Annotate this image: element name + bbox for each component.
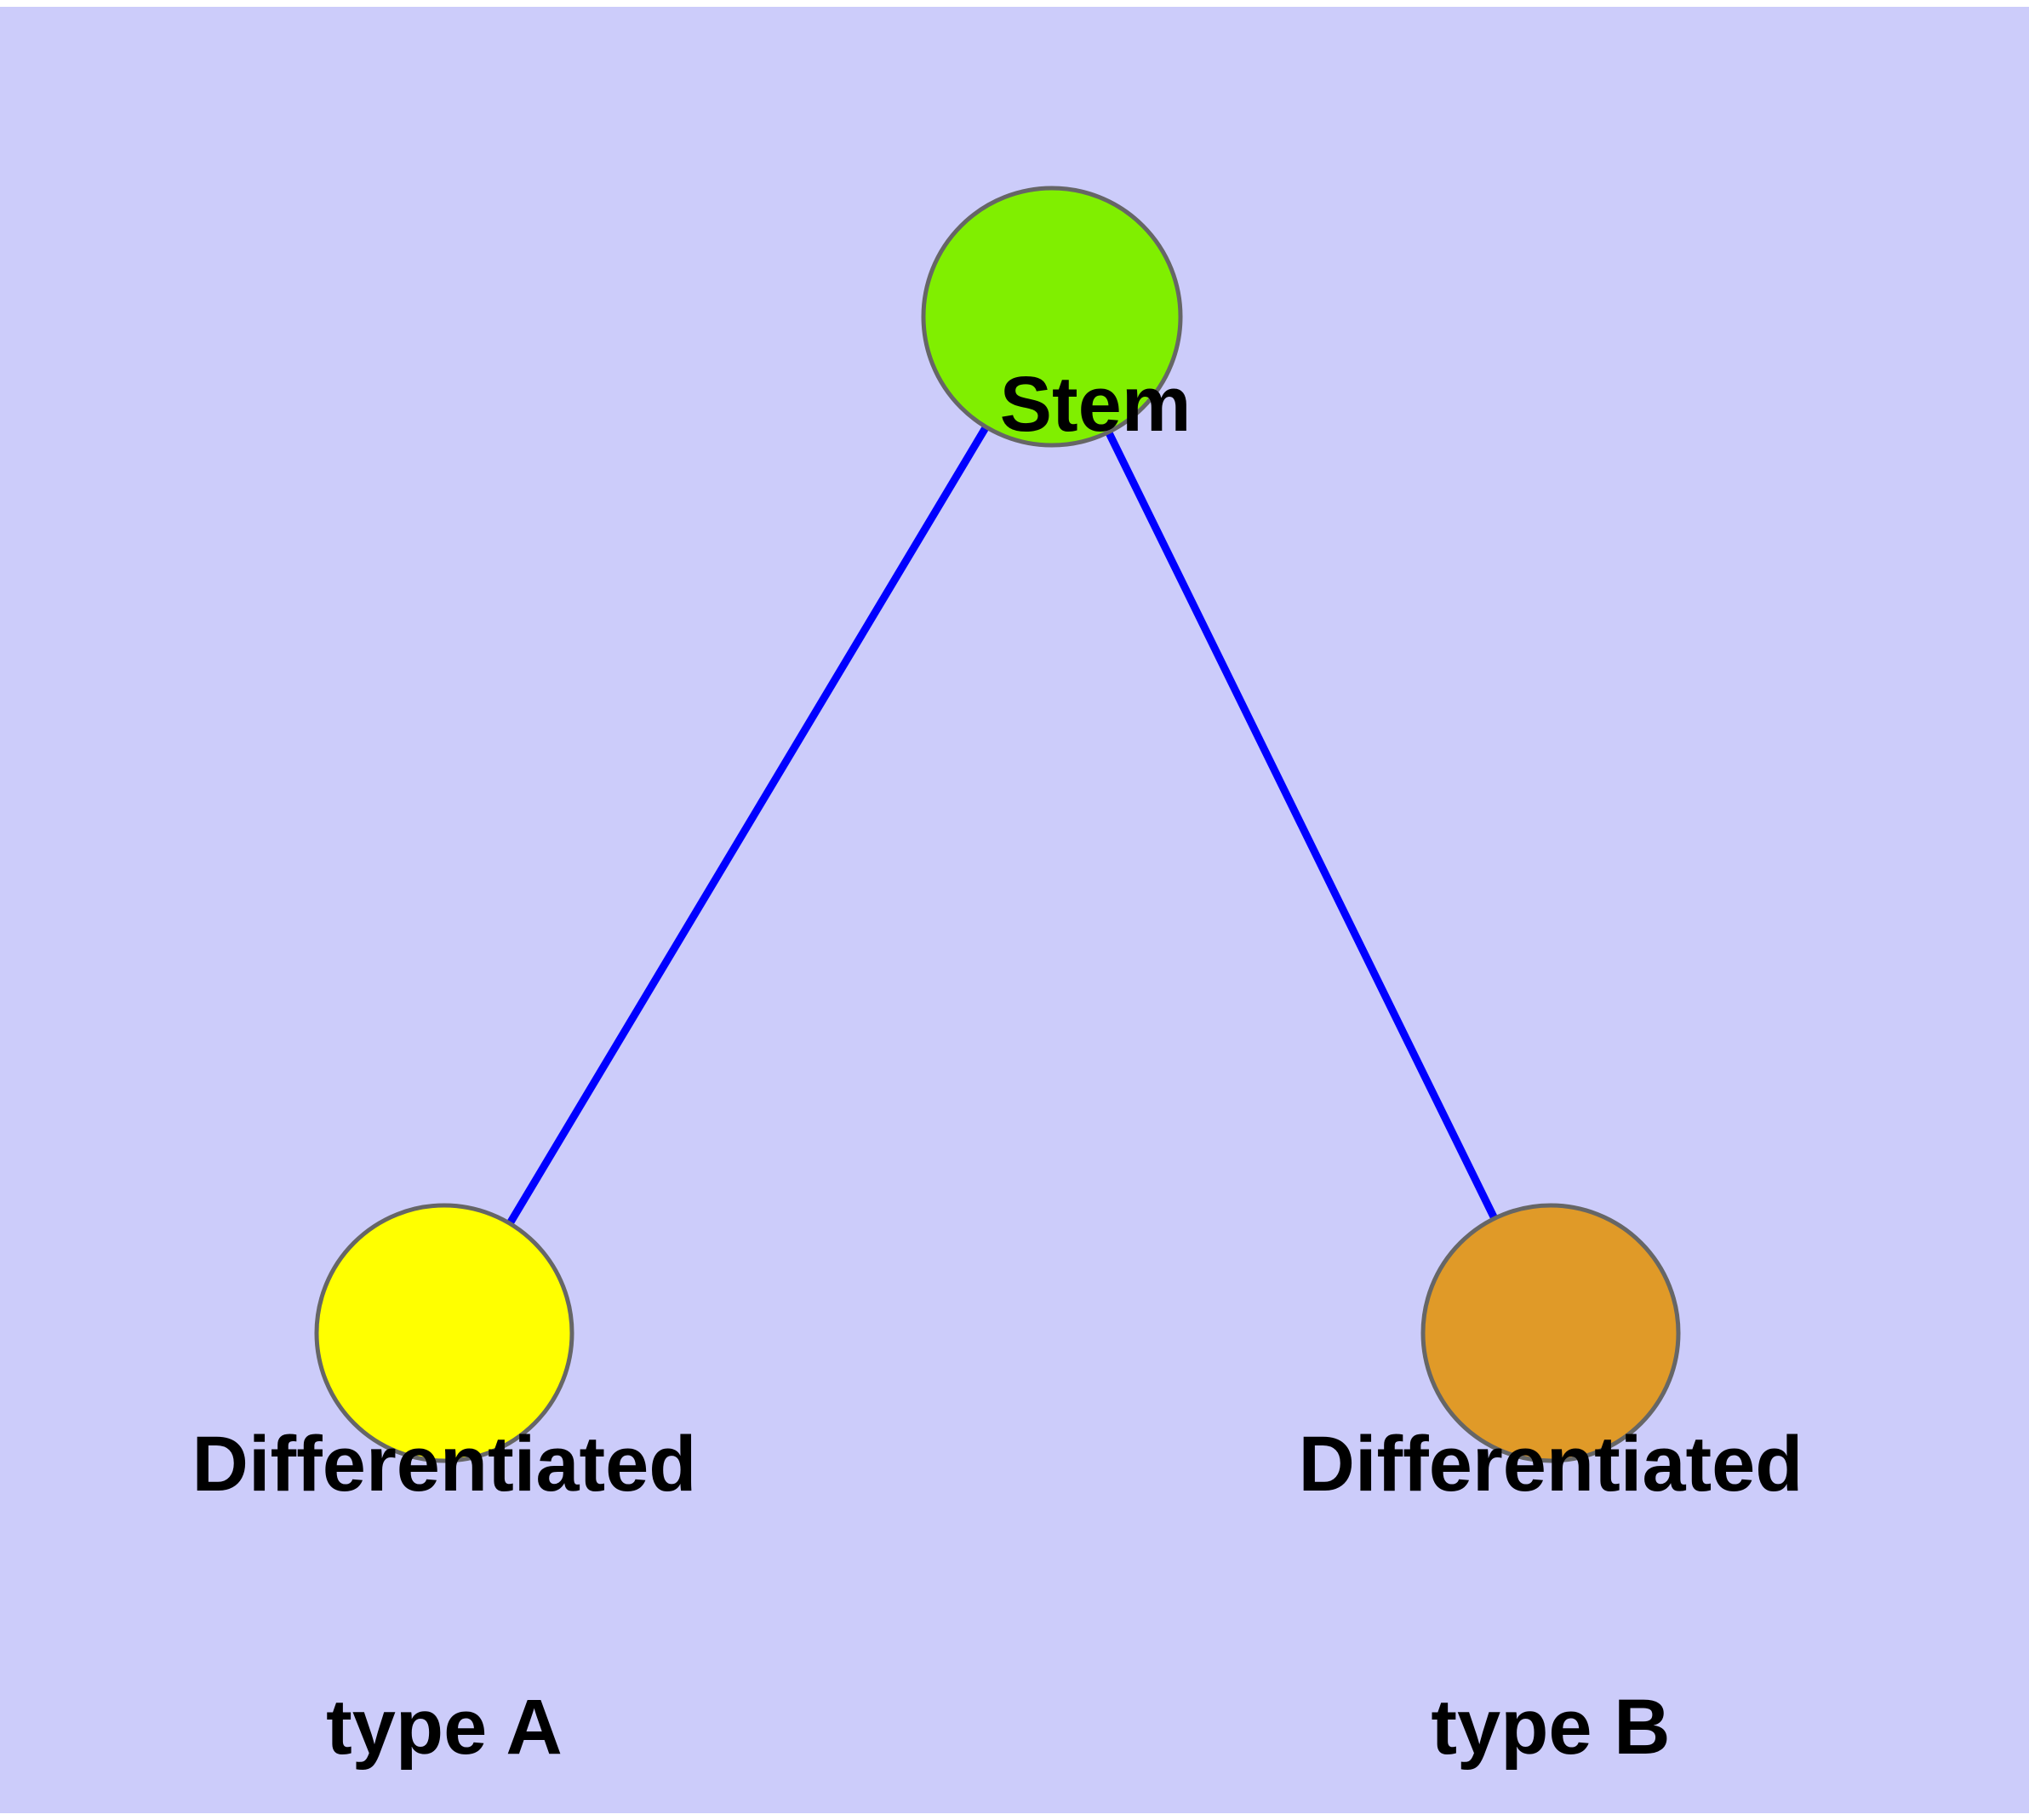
node-differentiated-type-a[interactable] bbox=[314, 1203, 574, 1463]
node-stem[interactable] bbox=[921, 186, 1183, 448]
edge-layer bbox=[441, 314, 1555, 1336]
node-layer bbox=[314, 186, 1681, 1463]
edge-stem-to-differentiated-b bbox=[1048, 315, 1555, 1335]
node-differentiated-type-b[interactable] bbox=[1420, 1203, 1681, 1463]
edge-stem-to-differentiated-a bbox=[441, 314, 1055, 1336]
